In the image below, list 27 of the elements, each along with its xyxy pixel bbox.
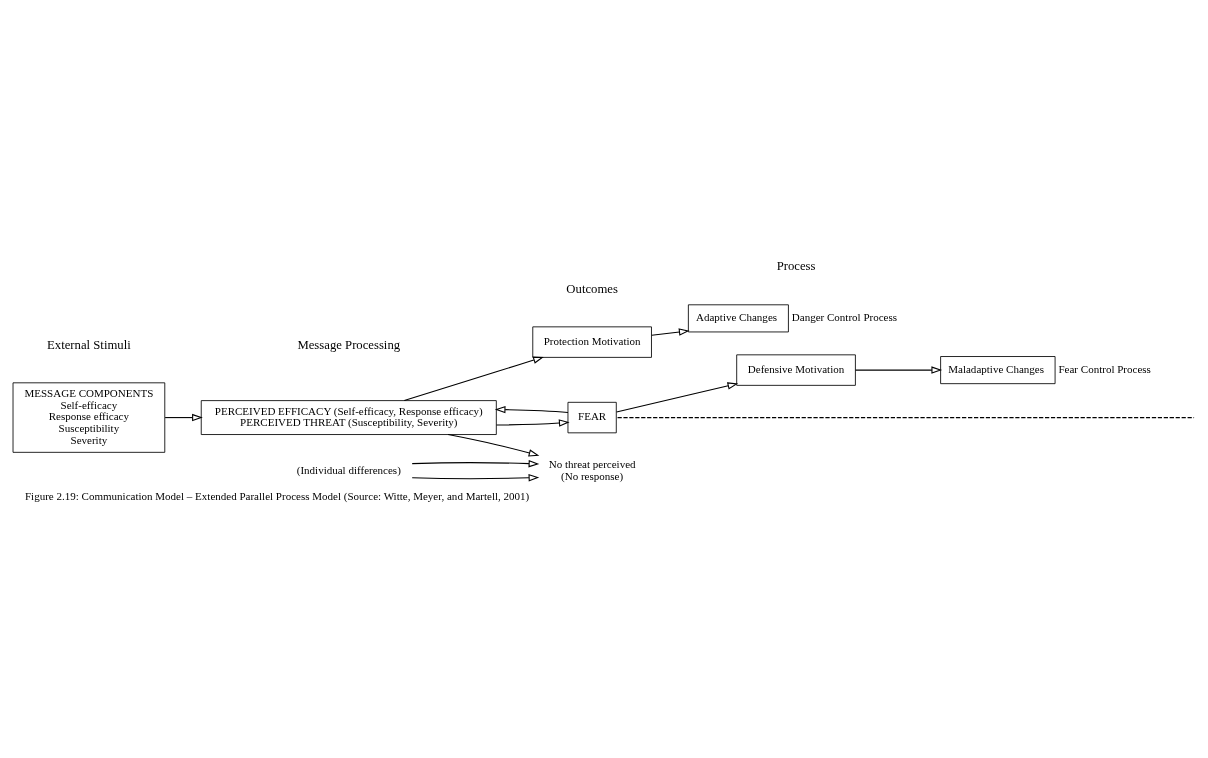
node-label: Danger Control Process [791,311,898,324]
arrow [411,459,540,468]
node-box: Maladaptive Changes [940,356,1056,385]
arrow [411,474,540,482]
arrow [616,382,739,413]
label: External Stimuli [47,338,131,353]
label: Outcomes [566,282,618,297]
label: Process [776,258,816,273]
node-text: No threat perceived (No response) [548,457,636,482]
connector [617,417,1195,419]
node-label: Fear Control Process [1058,362,1151,375]
arrow [651,328,690,336]
node-box: PERCEIVED EFFICACY (Self-efficacy, Response efficacy) PERCEIVED THREAT (Susceptibility, Severity) [200,400,497,435]
arrow [495,419,570,427]
node-box: Defensive Motivation [736,354,856,386]
label: Message Processing [297,338,401,353]
arrow [854,366,943,374]
node-box: Adaptive Changes [687,304,789,333]
arrow [164,413,203,422]
arrow [494,405,569,414]
node-box: FEAR [567,401,617,434]
arrow [403,356,544,402]
arrow [447,434,540,457]
node-text: (Individual differences) [296,463,401,476]
node-box: MESSAGE COMPONENTS Self-efficacy Response efficacy Susceptibility Severity [12,382,166,453]
node-box: Protection Motivation [532,326,652,358]
caption: Figure 2.19: Communication Model – Extended Parallel Process Model (Source: Witte, Meyer, and Martell, 2001) [24,490,530,503]
